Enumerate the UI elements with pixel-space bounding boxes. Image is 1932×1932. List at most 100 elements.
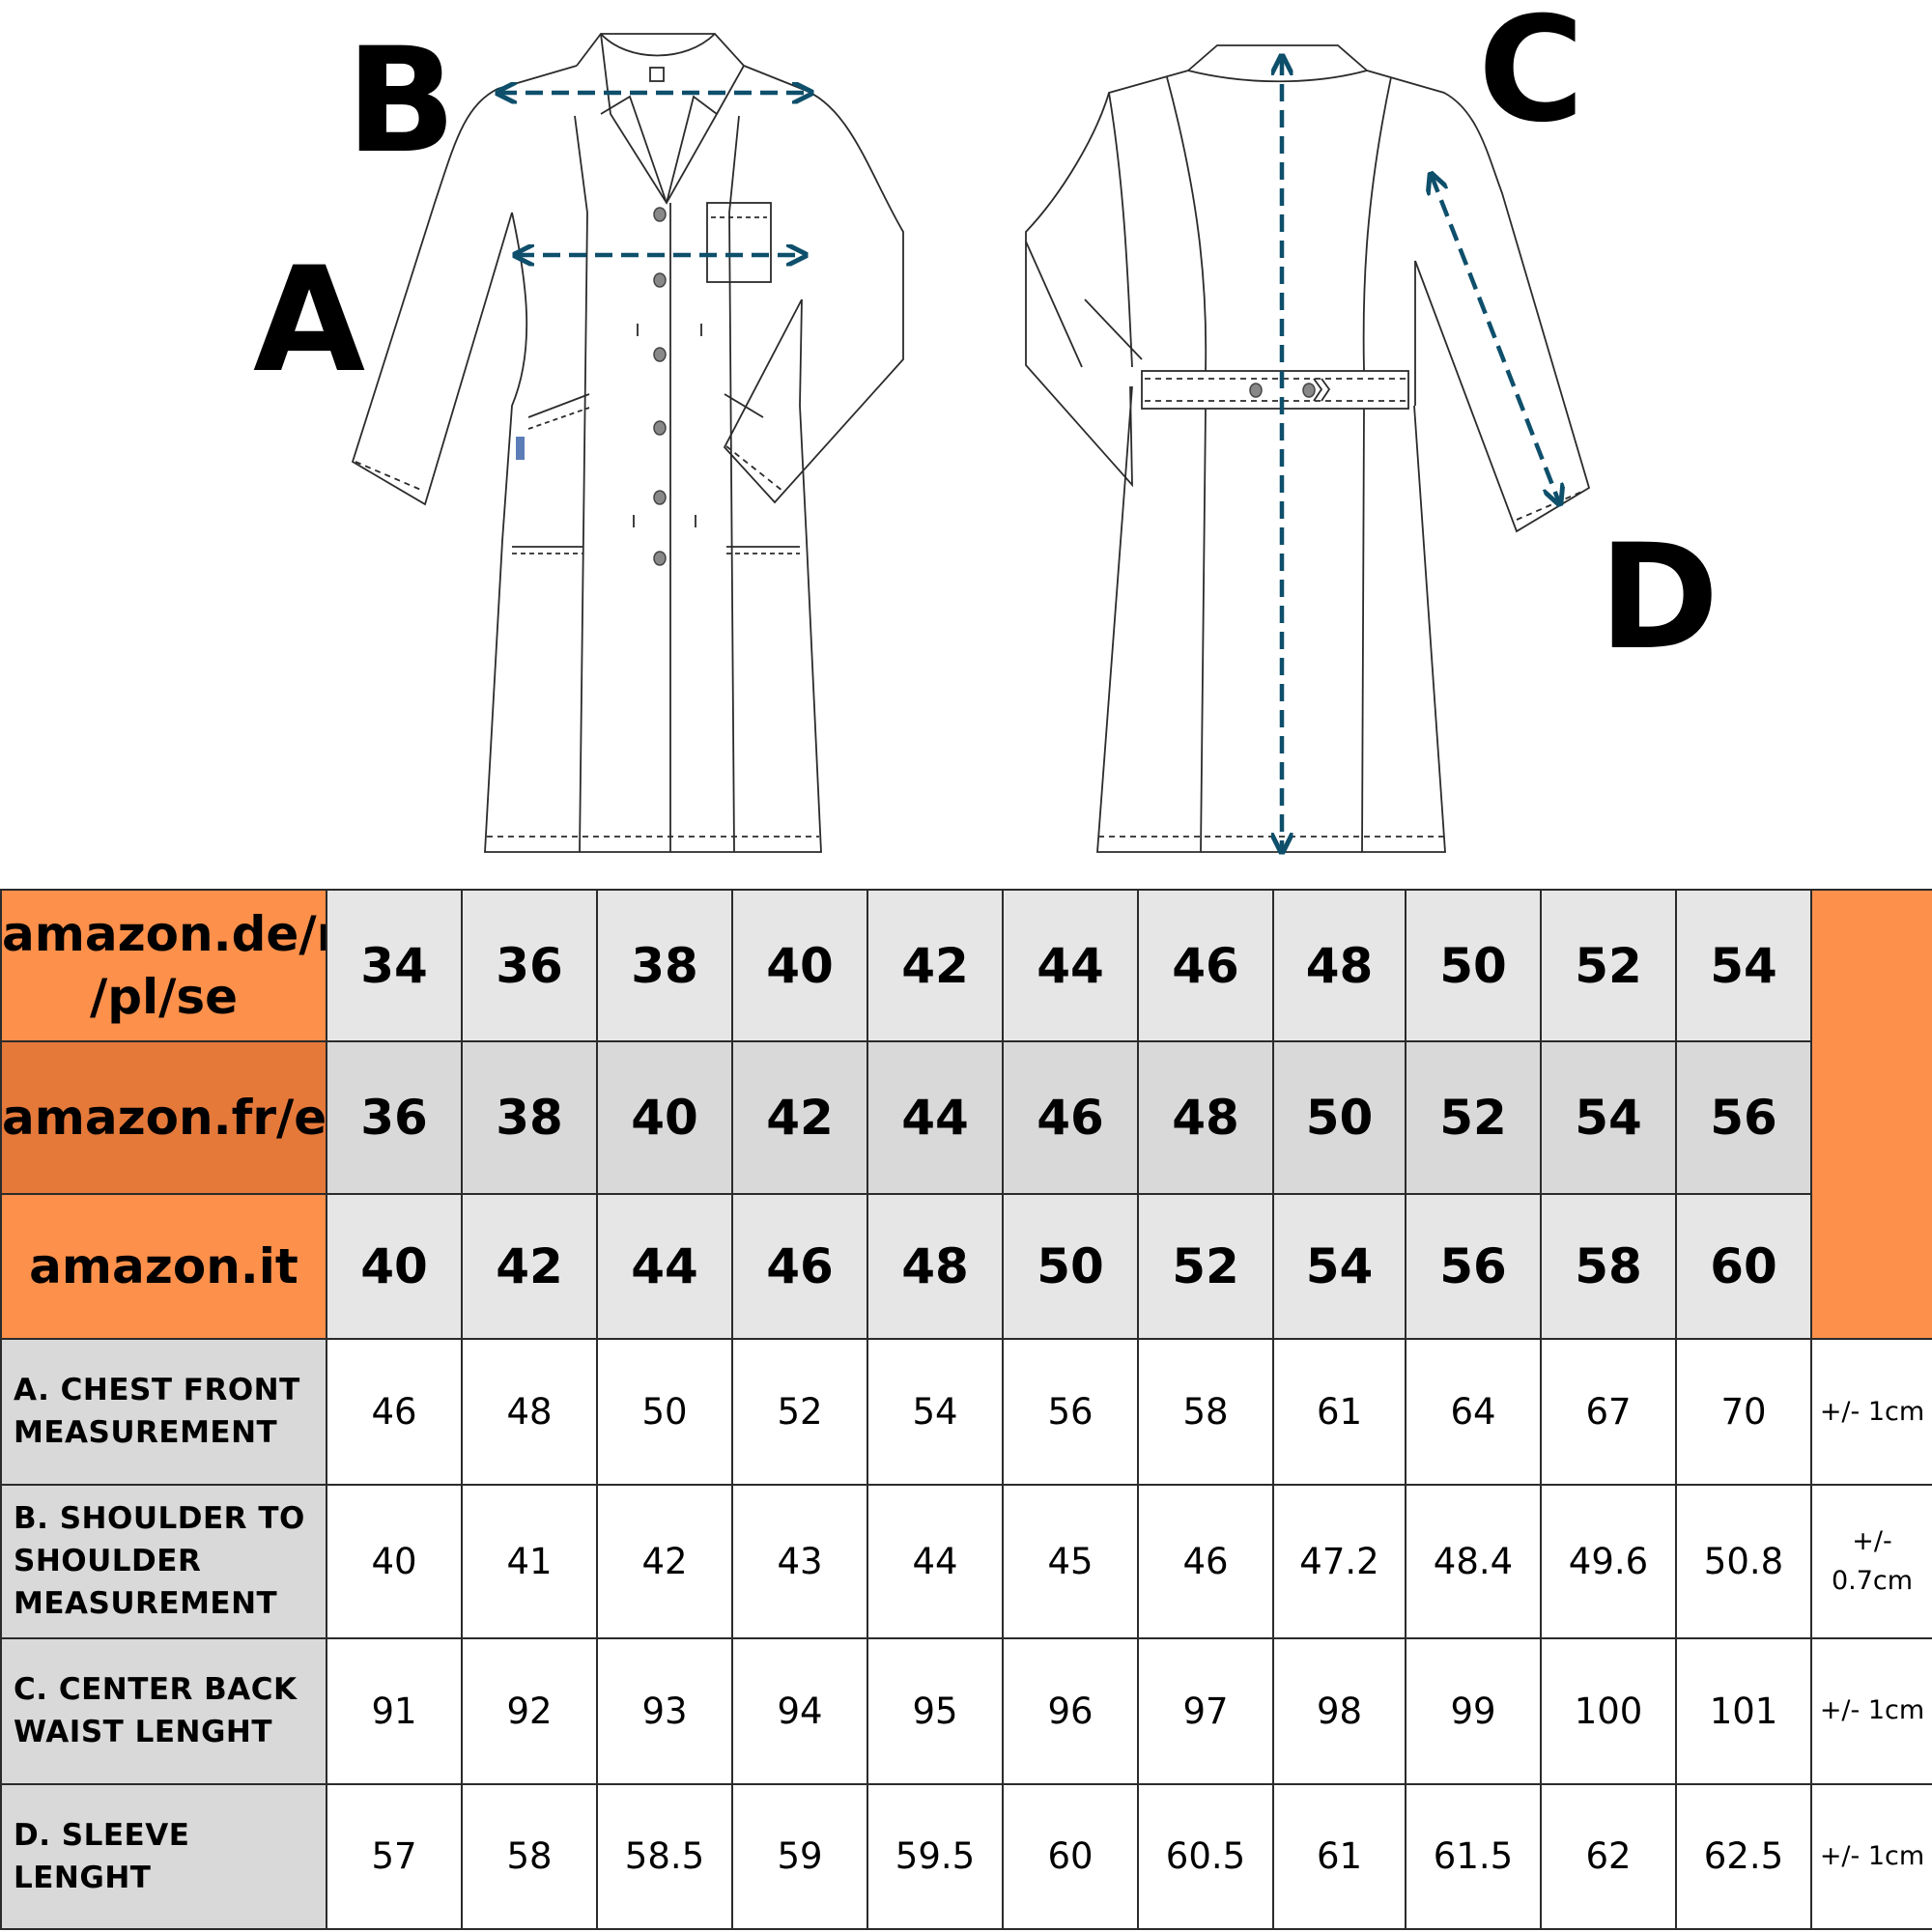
size-cell: 46 bbox=[1002, 1040, 1139, 1195]
measurement-value: 59.5 bbox=[867, 1782, 1004, 1931]
garment-drawing: B A C D bbox=[253, 0, 1719, 889]
garment-diagram: B A C D bbox=[0, 0, 1932, 889]
measurement-value: 64 bbox=[1405, 1338, 1542, 1486]
measurement-value: 54 bbox=[867, 1338, 1004, 1486]
tolerance-cell: +/- 1cm bbox=[1810, 1637, 1932, 1785]
measurement-value: 67 bbox=[1540, 1338, 1677, 1486]
belt-buttons bbox=[1249, 383, 1316, 398]
measurement-value: 60 bbox=[1002, 1782, 1139, 1931]
measurement-value: 41 bbox=[461, 1483, 598, 1640]
measurement-value: 46 bbox=[1137, 1483, 1274, 1640]
measurement-value: 47.2 bbox=[1272, 1483, 1406, 1640]
measurement-value: 44 bbox=[867, 1483, 1004, 1640]
measurement-value: 48 bbox=[461, 1338, 598, 1486]
measurement-value: 46 bbox=[326, 1338, 463, 1486]
measurement-value: 92 bbox=[461, 1637, 598, 1785]
measurement-value: 98 bbox=[1272, 1637, 1406, 1785]
size-cell: 44 bbox=[867, 1040, 1004, 1195]
label-a: A bbox=[253, 237, 365, 405]
measurement-value: 61 bbox=[1272, 1338, 1406, 1486]
size-cell: 52 bbox=[1405, 1040, 1542, 1195]
size-cell: 52 bbox=[1540, 888, 1677, 1043]
measurement-value: 50 bbox=[596, 1338, 733, 1486]
measurement-value: 62.5 bbox=[1675, 1782, 1812, 1931]
measurement-arrows bbox=[499, 58, 1559, 850]
measurement-value: 100 bbox=[1540, 1637, 1677, 1785]
front-buttons bbox=[653, 207, 667, 566]
size-cell: 52 bbox=[1137, 1192, 1274, 1341]
tolerance-cell: +/- 1cm bbox=[1810, 1338, 1932, 1486]
size-cell: 54 bbox=[1675, 888, 1812, 1043]
size-cell: 40 bbox=[326, 1192, 463, 1341]
size-cell: 42 bbox=[461, 1192, 598, 1341]
store-label: amazon.it bbox=[0, 1192, 327, 1341]
label-c: C bbox=[1478, 0, 1584, 155]
tolerance-cell: +/-0.7cm bbox=[1810, 1483, 1932, 1640]
size-cell: 60 bbox=[1675, 1192, 1812, 1341]
measurement-value: 62 bbox=[1540, 1782, 1677, 1931]
size-cell: 44 bbox=[1002, 888, 1139, 1043]
size-cell: 36 bbox=[326, 1040, 463, 1195]
size-cell: 48 bbox=[867, 1192, 1004, 1341]
measurement-value: 48.4 bbox=[1405, 1483, 1542, 1640]
store-label: amazon.de/nl/pl/se bbox=[0, 888, 327, 1043]
measurement-value: 43 bbox=[731, 1483, 868, 1640]
store-label: amazon.fr/es bbox=[0, 1040, 327, 1195]
size-cell: 50 bbox=[1002, 1192, 1139, 1341]
size-cell: 34 bbox=[326, 888, 463, 1043]
size-cell: 48 bbox=[1137, 1040, 1274, 1195]
size-cell: 46 bbox=[1137, 888, 1274, 1043]
size-cell: 36 bbox=[461, 888, 598, 1043]
back-coat bbox=[1025, 44, 1591, 853]
measurement-value: 97 bbox=[1137, 1637, 1274, 1785]
measurement-value: 61 bbox=[1272, 1782, 1406, 1931]
measurement-value: 101 bbox=[1675, 1637, 1812, 1785]
measurement-value: 61.5 bbox=[1405, 1782, 1542, 1931]
measurement-value: 94 bbox=[731, 1637, 868, 1785]
measurement-value: 50.8 bbox=[1675, 1483, 1812, 1640]
measurement-value: 93 bbox=[596, 1637, 733, 1785]
measurement-value: 58.5 bbox=[596, 1782, 733, 1931]
size-cell: 50 bbox=[1405, 888, 1542, 1043]
measurement-value: 60.5 bbox=[1137, 1782, 1274, 1931]
size-cell: 50 bbox=[1272, 1040, 1406, 1195]
measurement-value: 49.6 bbox=[1540, 1483, 1677, 1640]
measurement-value: 95 bbox=[867, 1637, 1004, 1785]
label-d: D bbox=[1599, 514, 1719, 682]
measurement-value: 99 bbox=[1405, 1637, 1542, 1785]
arrow-d-sleeve bbox=[1432, 176, 1559, 502]
size-cell: 40 bbox=[596, 1040, 733, 1195]
size-cell: 54 bbox=[1272, 1192, 1406, 1341]
size-chart-table: amazon.de/nl/pl/se3436384042444648505254… bbox=[0, 888, 1932, 1931]
measurement-value: 56 bbox=[1002, 1338, 1139, 1486]
measurement-value: 52 bbox=[731, 1338, 868, 1486]
size-cell: 58 bbox=[1540, 1192, 1677, 1341]
measurement-value: 42 bbox=[596, 1483, 733, 1640]
size-cell: 38 bbox=[461, 1040, 598, 1195]
measurement-value: 70 bbox=[1675, 1338, 1812, 1486]
size-cell: 54 bbox=[1540, 1040, 1677, 1195]
size-cell: 42 bbox=[867, 888, 1004, 1043]
measurement-value: 40 bbox=[326, 1483, 463, 1640]
tolerance-cell: +/- 1cm bbox=[1810, 1782, 1932, 1931]
measurement-label: D. SLEEVE LENGHT bbox=[0, 1782, 327, 1931]
measurement-value: 58 bbox=[1137, 1338, 1274, 1486]
size-cell: 46 bbox=[731, 1192, 868, 1341]
size-cell: 44 bbox=[596, 1192, 733, 1341]
size-cell: 48 bbox=[1272, 888, 1406, 1043]
size-cell: 56 bbox=[1405, 1192, 1542, 1341]
measurement-value: 59 bbox=[731, 1782, 868, 1931]
measurement-value: 91 bbox=[326, 1637, 463, 1785]
label-b: B bbox=[346, 17, 456, 185]
size-cell: 40 bbox=[731, 888, 868, 1043]
measurement-value: 57 bbox=[326, 1782, 463, 1931]
